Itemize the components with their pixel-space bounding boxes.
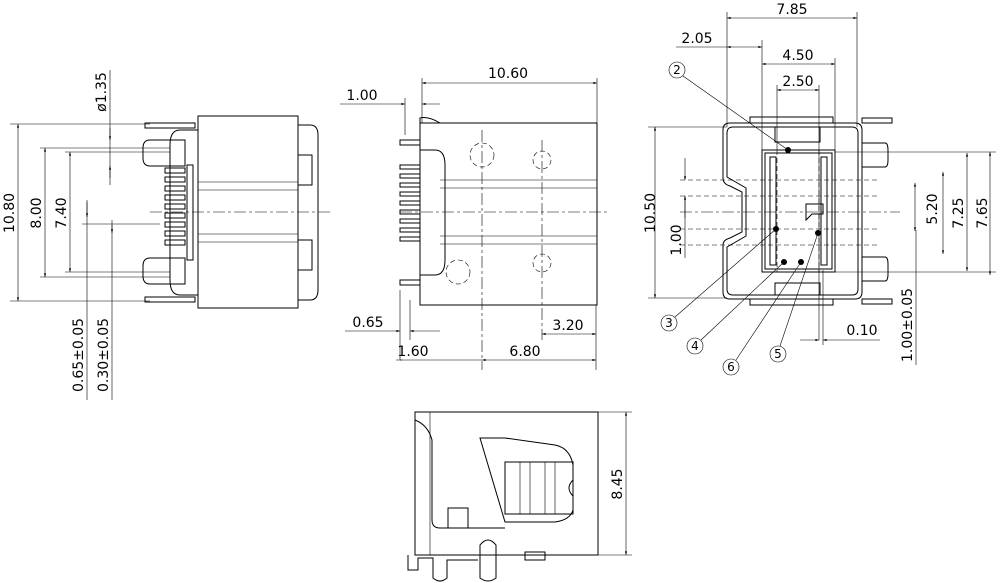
dim-3-20: 3.20	[552, 318, 583, 334]
dim-0-65: 0.65	[352, 315, 383, 331]
front-view: 7.85 2.05 4.50 2.50 10.50 1.00 5.20 7.25…	[643, 2, 996, 376]
dim-1-60: 1.60	[397, 344, 428, 360]
side-view: 8.45	[407, 411, 632, 582]
dim-8-00: 8.00	[29, 197, 45, 228]
svg-text:5: 5	[774, 347, 782, 361]
dim-2-50: 2.50	[782, 74, 813, 90]
callout-4: 4	[686, 261, 785, 355]
dim-8-45: 8.45	[610, 468, 626, 499]
top-view: 10.60 1.00 0.65 1.60 6.80 3.20	[340, 66, 610, 370]
svg-text:3: 3	[665, 316, 673, 330]
callout-6: 6	[722, 261, 802, 376]
dim-1-00-tol: 1.00±0.05	[900, 288, 916, 362]
dim-7-65: 7.65	[975, 197, 991, 228]
dim-2-05: 2.05	[681, 31, 712, 47]
callout-2: 2	[668, 61, 789, 151]
dim-7-40: 7.40	[54, 197, 70, 228]
dim-10-80: 10.80	[2, 193, 18, 233]
dim-dia-1-35: ø1.35	[94, 72, 110, 112]
dim-1-00-pitch: 1.00	[669, 224, 685, 255]
dim-1-00: 1.00	[346, 88, 377, 104]
svg-text:4: 4	[691, 339, 699, 353]
dim-pitch: 0.65±0.05	[71, 318, 87, 392]
left-view: 10.80 8.00 7.40 ø1.35 0.65±0.05 0.30±0.0…	[2, 70, 330, 400]
callout-5: 5	[769, 232, 819, 363]
dim-4-50: 4.50	[782, 48, 813, 64]
dim-pin-width: 0.30±0.05	[96, 318, 112, 392]
dim-5-20: 5.20	[925, 193, 941, 224]
svg-text:2: 2	[673, 63, 681, 77]
pin-row	[164, 167, 186, 246]
dim-0-10: 0.10	[846, 323, 877, 339]
dim-10-60: 10.60	[488, 66, 528, 82]
dim-10-50: 10.50	[643, 193, 659, 233]
dim-7-85: 7.85	[776, 2, 807, 18]
peg-hole	[445, 259, 471, 285]
pin-tails	[399, 139, 421, 286]
svg-text:6: 6	[727, 360, 735, 374]
dim-6-80: 6.80	[509, 344, 540, 360]
callout-3: 3	[660, 228, 777, 332]
contact-dots	[773, 147, 821, 265]
dim-7-25: 7.25	[951, 197, 967, 228]
